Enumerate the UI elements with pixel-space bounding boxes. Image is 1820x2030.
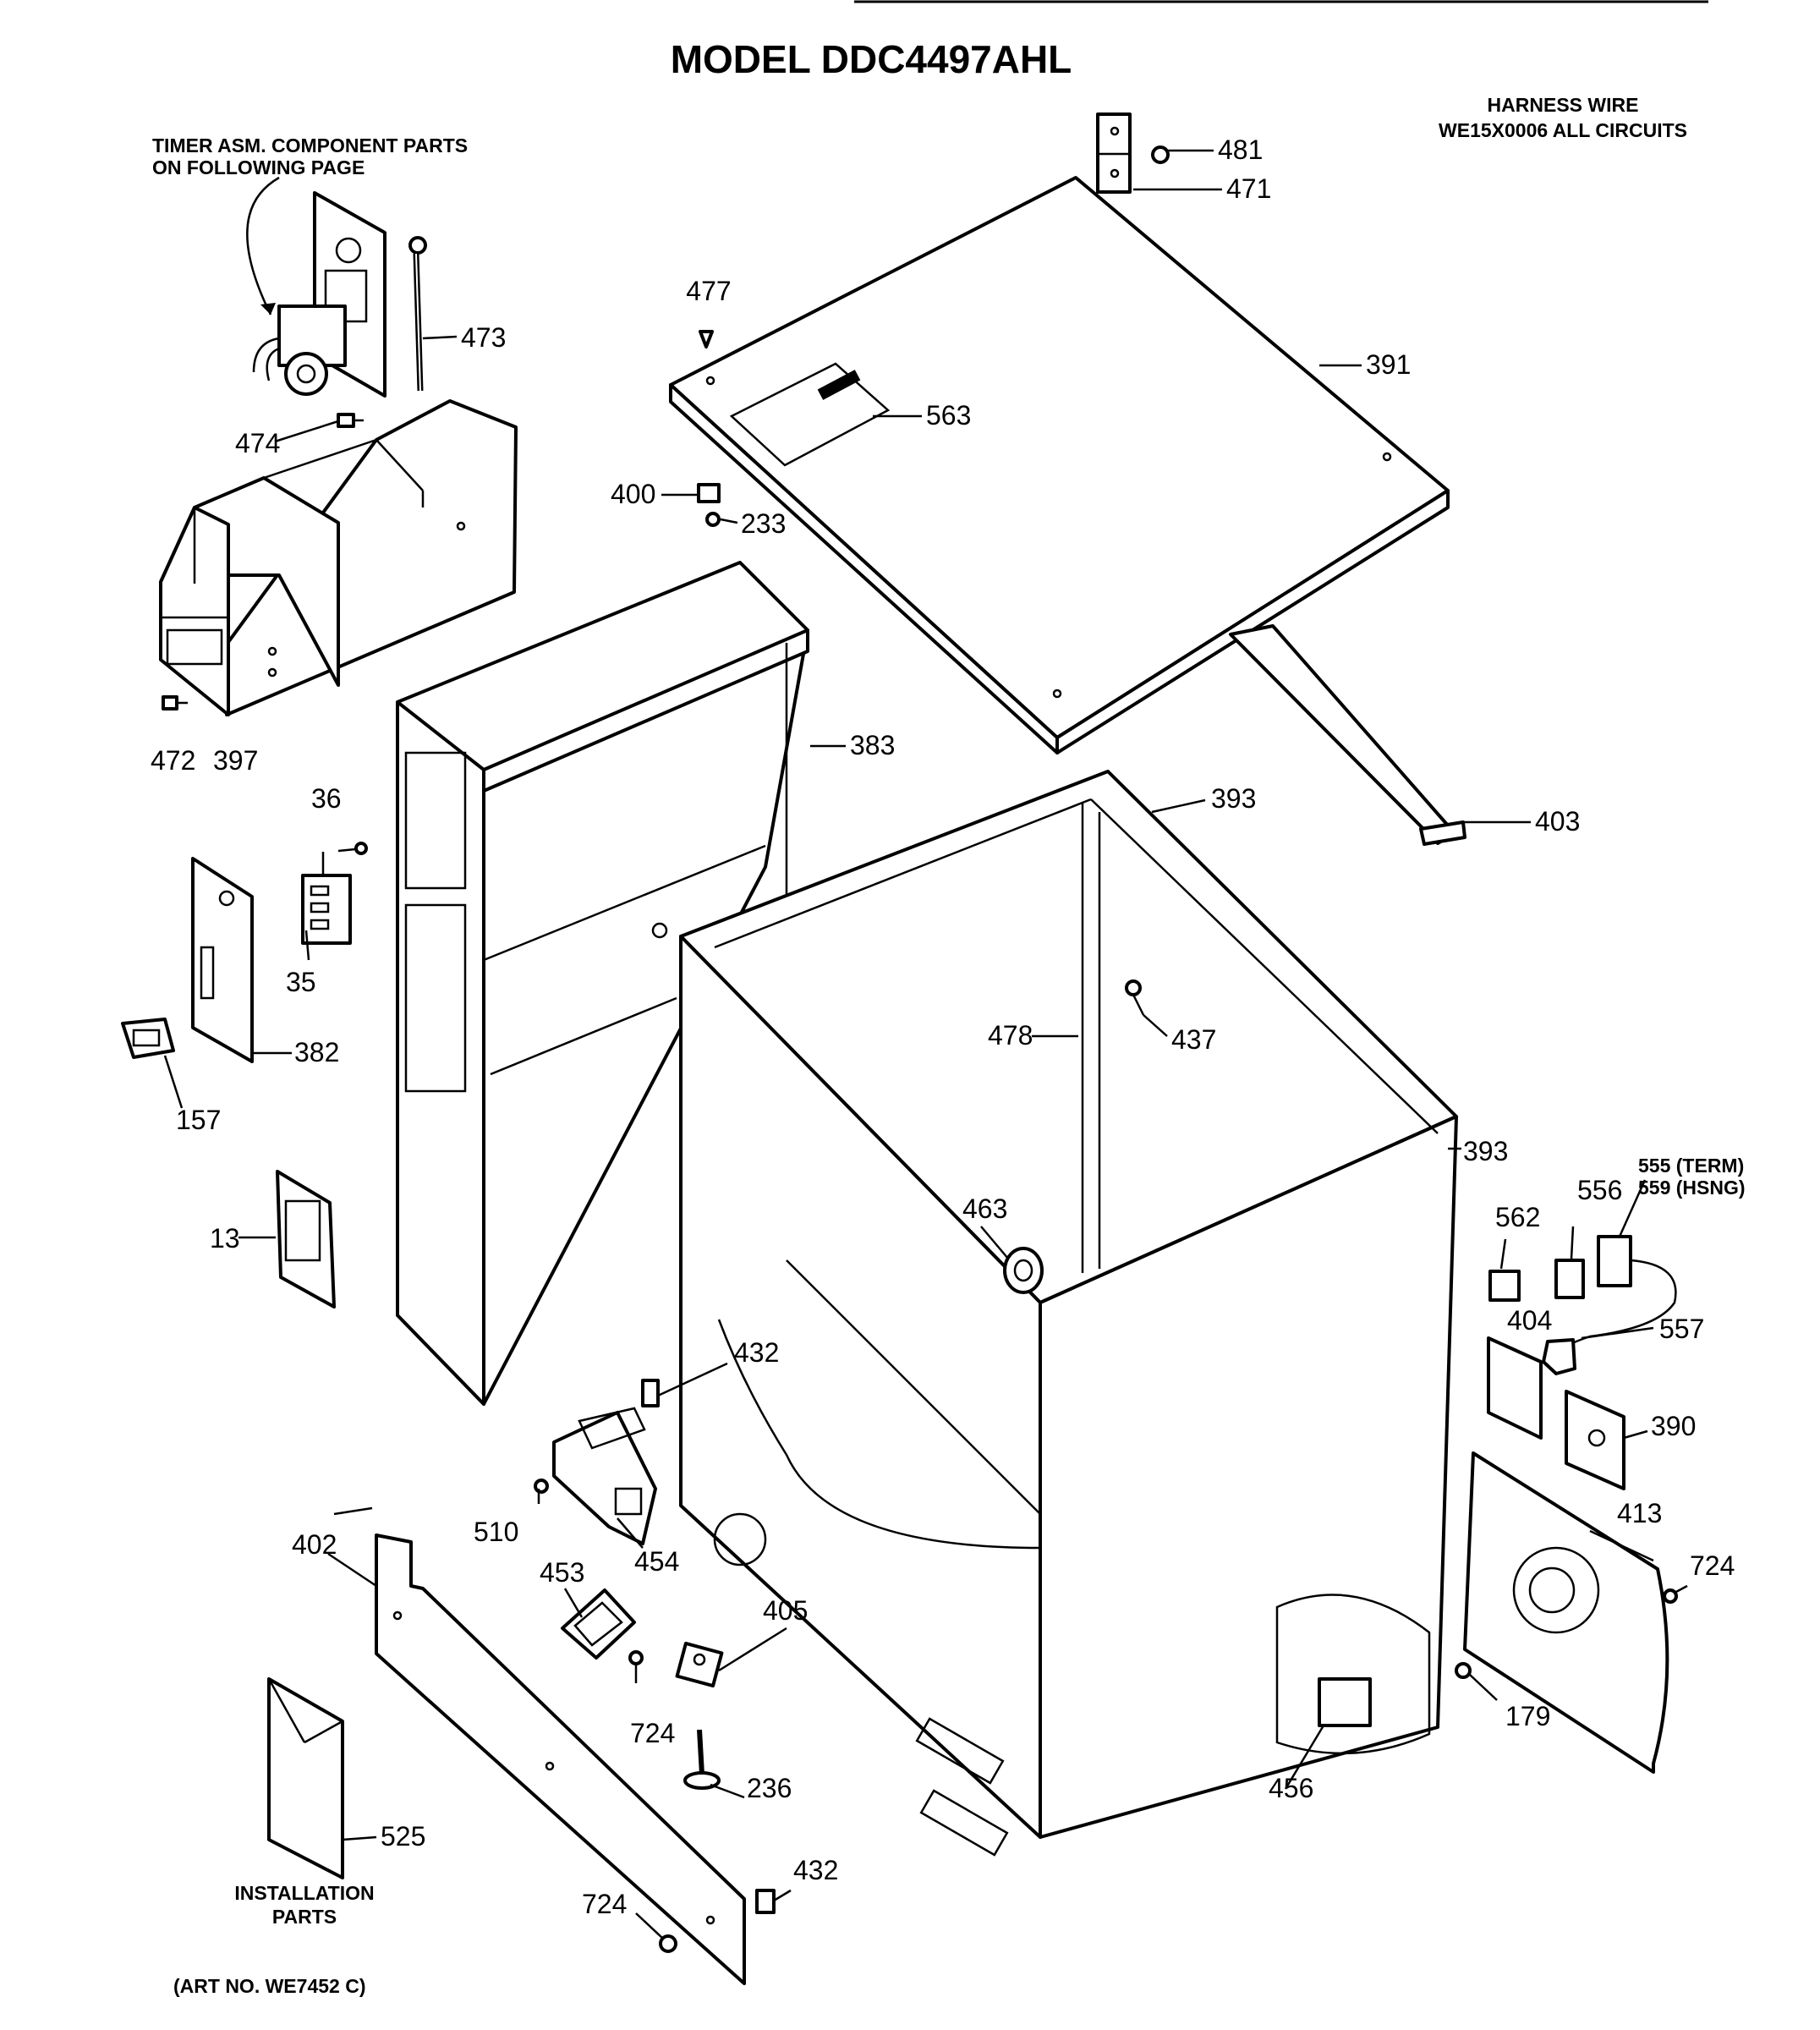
- callout-400: 400: [611, 479, 655, 509]
- callout-382: 382: [294, 1037, 339, 1067]
- top-panel-391: [669, 176, 1450, 754]
- screw-510: [534, 1479, 549, 1494]
- callout-391: 391: [1366, 349, 1411, 380]
- housing-555-559: [1597, 1235, 1632, 1287]
- timer-note-line1: TIMER ASM. COMPONENT PARTS: [152, 134, 468, 156]
- callout-563: 563: [926, 400, 971, 431]
- door-switch-454: [552, 1407, 657, 1545]
- callout-510: 510: [474, 1517, 518, 1547]
- callout-405: 405: [763, 1595, 808, 1626]
- timer-note-line2: ON FOLLOWING PAGE: [152, 156, 365, 178]
- callout-36: 36: [311, 783, 342, 814]
- terminal-556: [1554, 1259, 1585, 1299]
- callout-473: 473: [461, 322, 506, 353]
- back-panel-382: [191, 857, 254, 1063]
- harness-note-line2: WE15X0006 ALL CIRCUITS: [1439, 119, 1687, 141]
- rod-473: [408, 236, 427, 392]
- callout-397: 397: [213, 745, 258, 776]
- grommet-463: [1003, 1247, 1044, 1294]
- bracket-404: [1487, 1336, 1543, 1440]
- toe-panel-402: [375, 1533, 746, 1985]
- callout-481: 481: [1218, 134, 1263, 165]
- callout-35: 35: [286, 967, 316, 997]
- callout-471: 471: [1226, 173, 1271, 204]
- callout-472: 472: [151, 745, 195, 776]
- callout-403: 403: [1535, 806, 1580, 837]
- callout-432-upper: 432: [734, 1337, 779, 1368]
- envelope-525: [267, 1677, 344, 1879]
- callout-724-lower: 724: [630, 1718, 675, 1748]
- callout-393-top: 393: [1211, 783, 1256, 814]
- hinge-453: [561, 1588, 636, 1660]
- screw-477: [699, 330, 714, 348]
- callout-179: 179: [1505, 1701, 1550, 1731]
- screw-233: [705, 512, 721, 527]
- callout-477: 477: [686, 276, 731, 306]
- hinge-part: [1096, 112, 1132, 194]
- callout-454: 454: [634, 1546, 679, 1577]
- callout-404: 404: [1507, 1305, 1552, 1336]
- screw-179: [1455, 1662, 1472, 1679]
- callout-724-bottom: 724: [582, 1889, 627, 1919]
- callout-157: 157: [176, 1105, 221, 1135]
- callout-390: 390: [1651, 1411, 1696, 1441]
- screw-481: [1151, 145, 1170, 164]
- screw-472: [162, 695, 188, 710]
- screw-437: [1125, 979, 1145, 1016]
- control-housing: [159, 399, 518, 716]
- callout-432-lower: 432: [793, 1855, 838, 1885]
- screw-724-bottom: [659, 1934, 677, 1953]
- callout-453: 453: [540, 1557, 584, 1588]
- art-number: (ART NO. WE7452 C): [173, 1975, 365, 1997]
- side-panel-383: [396, 561, 809, 1406]
- clip-432-lower: [755, 1889, 776, 1914]
- rear-cover-413: [1463, 1451, 1669, 1774]
- callout-383: 383: [850, 730, 895, 760]
- screw-474: [337, 413, 364, 428]
- harness-note-line1: HARNESS WIRE: [1488, 94, 1639, 116]
- callout-437: 437: [1171, 1024, 1216, 1055]
- screw-724-lower: [628, 1650, 644, 1683]
- callout-13: 13: [210, 1223, 240, 1254]
- terminal-block: [301, 874, 352, 945]
- callout-393-side: 393: [1463, 1136, 1508, 1166]
- callout-556: 556: [1577, 1175, 1622, 1205]
- leader-lines: [163, 149, 1688, 1939]
- latch-405: [675, 1641, 724, 1688]
- screw-724-rear: [1663, 1588, 1678, 1604]
- leveling-leg-236: [683, 1729, 721, 1790]
- socket-157: [121, 1018, 175, 1059]
- model-title: MODEL DDC4497AHL: [671, 37, 1072, 81]
- callout-557: 557: [1659, 1314, 1704, 1344]
- callout-525: 525: [381, 1821, 425, 1852]
- installation-note-line2: PARTS: [272, 1906, 337, 1928]
- callout-456: 456: [1269, 1773, 1313, 1803]
- installation-note-line1: INSTALLATION: [234, 1882, 374, 1904]
- plate-390: [1565, 1390, 1625, 1490]
- terminal-562: [1488, 1270, 1521, 1302]
- callout-559: 559 (HSNG): [1638, 1177, 1746, 1199]
- callout-463: 463: [962, 1193, 1007, 1224]
- screw-36: [337, 842, 368, 855]
- nameplate-13: [276, 1170, 336, 1309]
- callout-labels: 481 471 473 474 477 391 563 400 233 472 …: [151, 134, 1746, 1919]
- callout-402: 402: [292, 1529, 337, 1560]
- clip-432-upper: [641, 1379, 660, 1407]
- cord-557: [1542, 1259, 1677, 1375]
- callout-236: 236: [747, 1773, 792, 1803]
- callout-474: 474: [235, 428, 280, 458]
- timer-assembly: [252, 304, 347, 396]
- clip-400: [697, 483, 721, 503]
- timer-arrow: [246, 176, 280, 315]
- callout-724-rear: 724: [1690, 1550, 1735, 1581]
- callout-478: 478: [988, 1020, 1033, 1051]
- callout-413: 413: [1617, 1498, 1662, 1528]
- callout-233: 233: [741, 508, 786, 539]
- callout-555: 555 (TERM): [1638, 1155, 1744, 1177]
- callout-562: 562: [1495, 1202, 1540, 1232]
- rail-403: [1229, 624, 1466, 846]
